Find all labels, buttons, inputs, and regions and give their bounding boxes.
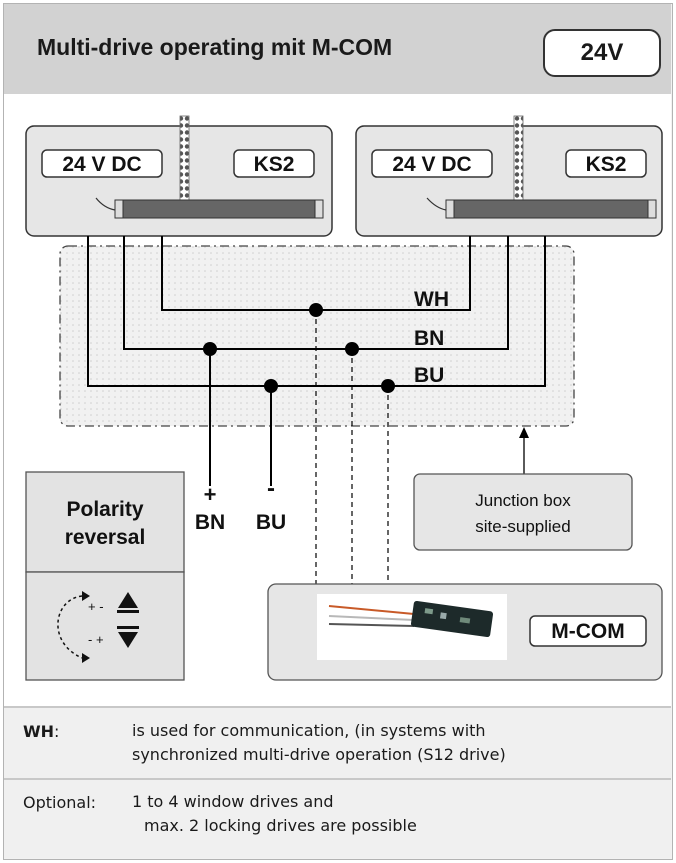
drive-2: 24 V DC KS2	[355, 115, 663, 237]
drive-1-supply-label: 24 V DC	[62, 153, 141, 176]
wiring-diagram: 24 V DC KS2 24 V DC KS2	[4, 94, 671, 706]
polarity-switch-icon: + - - +	[57, 591, 139, 663]
chain-icon	[513, 115, 524, 209]
wire-label-bu: BU	[414, 364, 444, 387]
notes-section: WH: is used for communication, (in syste…	[4, 706, 671, 858]
minus-terminal-label: BU	[256, 511, 286, 534]
drive-2-supply-label: 24 V DC	[392, 153, 471, 176]
junction-box-line2: site-supplied	[475, 517, 570, 536]
junction-dot	[309, 303, 323, 317]
junction-dot	[345, 342, 359, 356]
chain-icon	[179, 115, 190, 209]
note-line: synchronized multi-drive operation (S12 …	[132, 745, 506, 764]
minus-sign: -	[267, 475, 275, 502]
plus-sign: +	[204, 482, 217, 507]
dashed-leads	[315, 310, 389, 584]
drive-1-model-label: KS2	[254, 153, 295, 176]
model-label-box	[565, 149, 647, 178]
note-row-optional: Optional: 1 to 4 window drives and max. …	[4, 778, 671, 860]
polarity-reversal-box: Polarity reversal + - - +	[25, 471, 185, 681]
drive-1: 24 V DC KS2	[25, 115, 333, 237]
voltage-badge: 24V	[543, 29, 661, 77]
junction-box-line1: Junction box	[475, 491, 571, 510]
supply-label-box	[371, 149, 493, 178]
model-label-box	[233, 149, 315, 178]
cable-icon	[426, 197, 447, 211]
drive-2-housing	[445, 199, 657, 219]
wiring-diagram-svg: 24 V DC KS2 24 V DC KS2	[25, 115, 663, 681]
note-key-optional: Optional:	[23, 793, 97, 812]
wire-label-wh: WH	[414, 288, 449, 311]
mcom-module: M-COM	[267, 583, 663, 681]
plus-terminal-label: BN	[195, 511, 225, 534]
header: Multi-drive operating mit M-COM 24V	[4, 4, 671, 94]
drive-2-model-label: KS2	[586, 153, 627, 176]
junction-dots	[203, 303, 395, 393]
note-line: max. 2 locking drives are possible	[144, 816, 417, 835]
mcom-label: M-COM	[551, 620, 624, 643]
polarity-sign-down: - +	[88, 632, 104, 647]
note-row-wh: WH: is used for communication, (in syste…	[4, 706, 671, 778]
note-key-colon: :	[54, 722, 60, 741]
drive-1-housing	[114, 199, 324, 219]
mcom-label-box	[529, 615, 647, 647]
note-text-optional: 1 to 4 window drives and max. 2 locking …	[132, 790, 417, 838]
junction-dot	[381, 379, 395, 393]
note-text-wh: is used for communication, (in systems w…	[132, 719, 506, 767]
arrow-down-icon	[118, 632, 138, 648]
note-key: WH:	[23, 722, 59, 741]
polarity-sign-up: + -	[88, 599, 104, 614]
note-line: is used for communication, (in systems w…	[132, 721, 486, 740]
junction-dot	[264, 379, 278, 393]
note-line: 1 to 4 window drives and	[132, 792, 334, 811]
junction-dot	[203, 342, 217, 356]
wire-label-bn: BN	[414, 327, 444, 350]
mcom-device-icon	[328, 600, 494, 638]
page-title: Multi-drive operating mit M-COM	[37, 34, 393, 60]
supply-label-box	[41, 149, 163, 178]
arrow-up-icon	[118, 592, 138, 608]
cable-icon	[95, 197, 116, 211]
polarity-title-line1: Polarity	[66, 498, 143, 521]
arrow-up-icon	[519, 427, 529, 438]
junction-area	[59, 245, 575, 427]
junction-box-label: Junction box site-supplied	[413, 473, 633, 551]
note-key-wh: WH	[23, 722, 55, 741]
polarity-title-line2: reversal	[65, 526, 146, 549]
